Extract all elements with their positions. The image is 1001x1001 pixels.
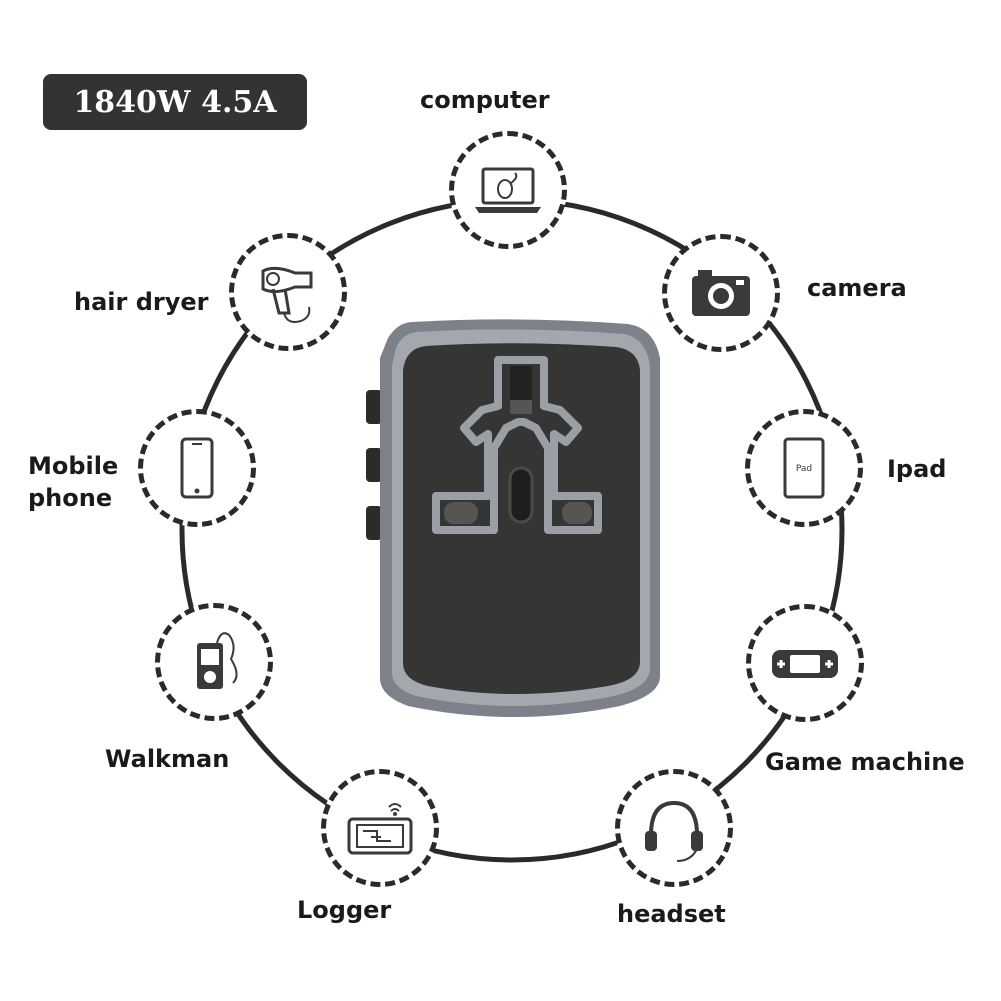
tablet-icon: Pad xyxy=(783,437,825,499)
camera-label: camera xyxy=(807,274,907,302)
computer-node xyxy=(449,131,567,249)
headset-icon xyxy=(645,800,703,862)
ipad-label: Ipad xyxy=(887,455,947,483)
headset-label: headset xyxy=(617,900,726,928)
laptop-icon xyxy=(475,167,541,213)
walkman-icon xyxy=(197,632,238,689)
game-machine-node xyxy=(746,604,864,722)
computer-label: computer xyxy=(420,86,550,114)
logger-node xyxy=(321,769,439,887)
hair-dryer-icon xyxy=(261,266,313,323)
mobile-phone-node xyxy=(138,409,256,527)
camera-node xyxy=(662,234,780,352)
game-machine-label: Game machine xyxy=(765,748,965,776)
hair-dryer-node xyxy=(229,233,347,351)
camera-icon xyxy=(692,270,750,316)
mobile-phone-label-line2: phone xyxy=(28,484,113,513)
power-rating-badge: 1840W 4.5A xyxy=(43,74,307,130)
headset-node xyxy=(615,769,733,887)
ipad-node: Pad xyxy=(745,409,863,527)
mobile-phone-label-line1: Mobile xyxy=(28,452,119,480)
hair-dryer-label: hair dryer xyxy=(74,288,209,316)
mobile-phone-label: Mobile phone xyxy=(28,450,118,515)
gamepad-icon xyxy=(772,650,838,678)
logger-icon xyxy=(347,803,413,855)
walkman-node xyxy=(155,603,273,721)
walkman-label: Walkman xyxy=(105,745,230,773)
smartphone-icon xyxy=(180,437,214,499)
travel-adapter-image xyxy=(366,319,660,717)
tablet-screen-text: Pad xyxy=(796,464,812,474)
logger-label: Logger xyxy=(297,896,392,924)
power-rating-text: 1840W 4.5A xyxy=(73,84,277,120)
